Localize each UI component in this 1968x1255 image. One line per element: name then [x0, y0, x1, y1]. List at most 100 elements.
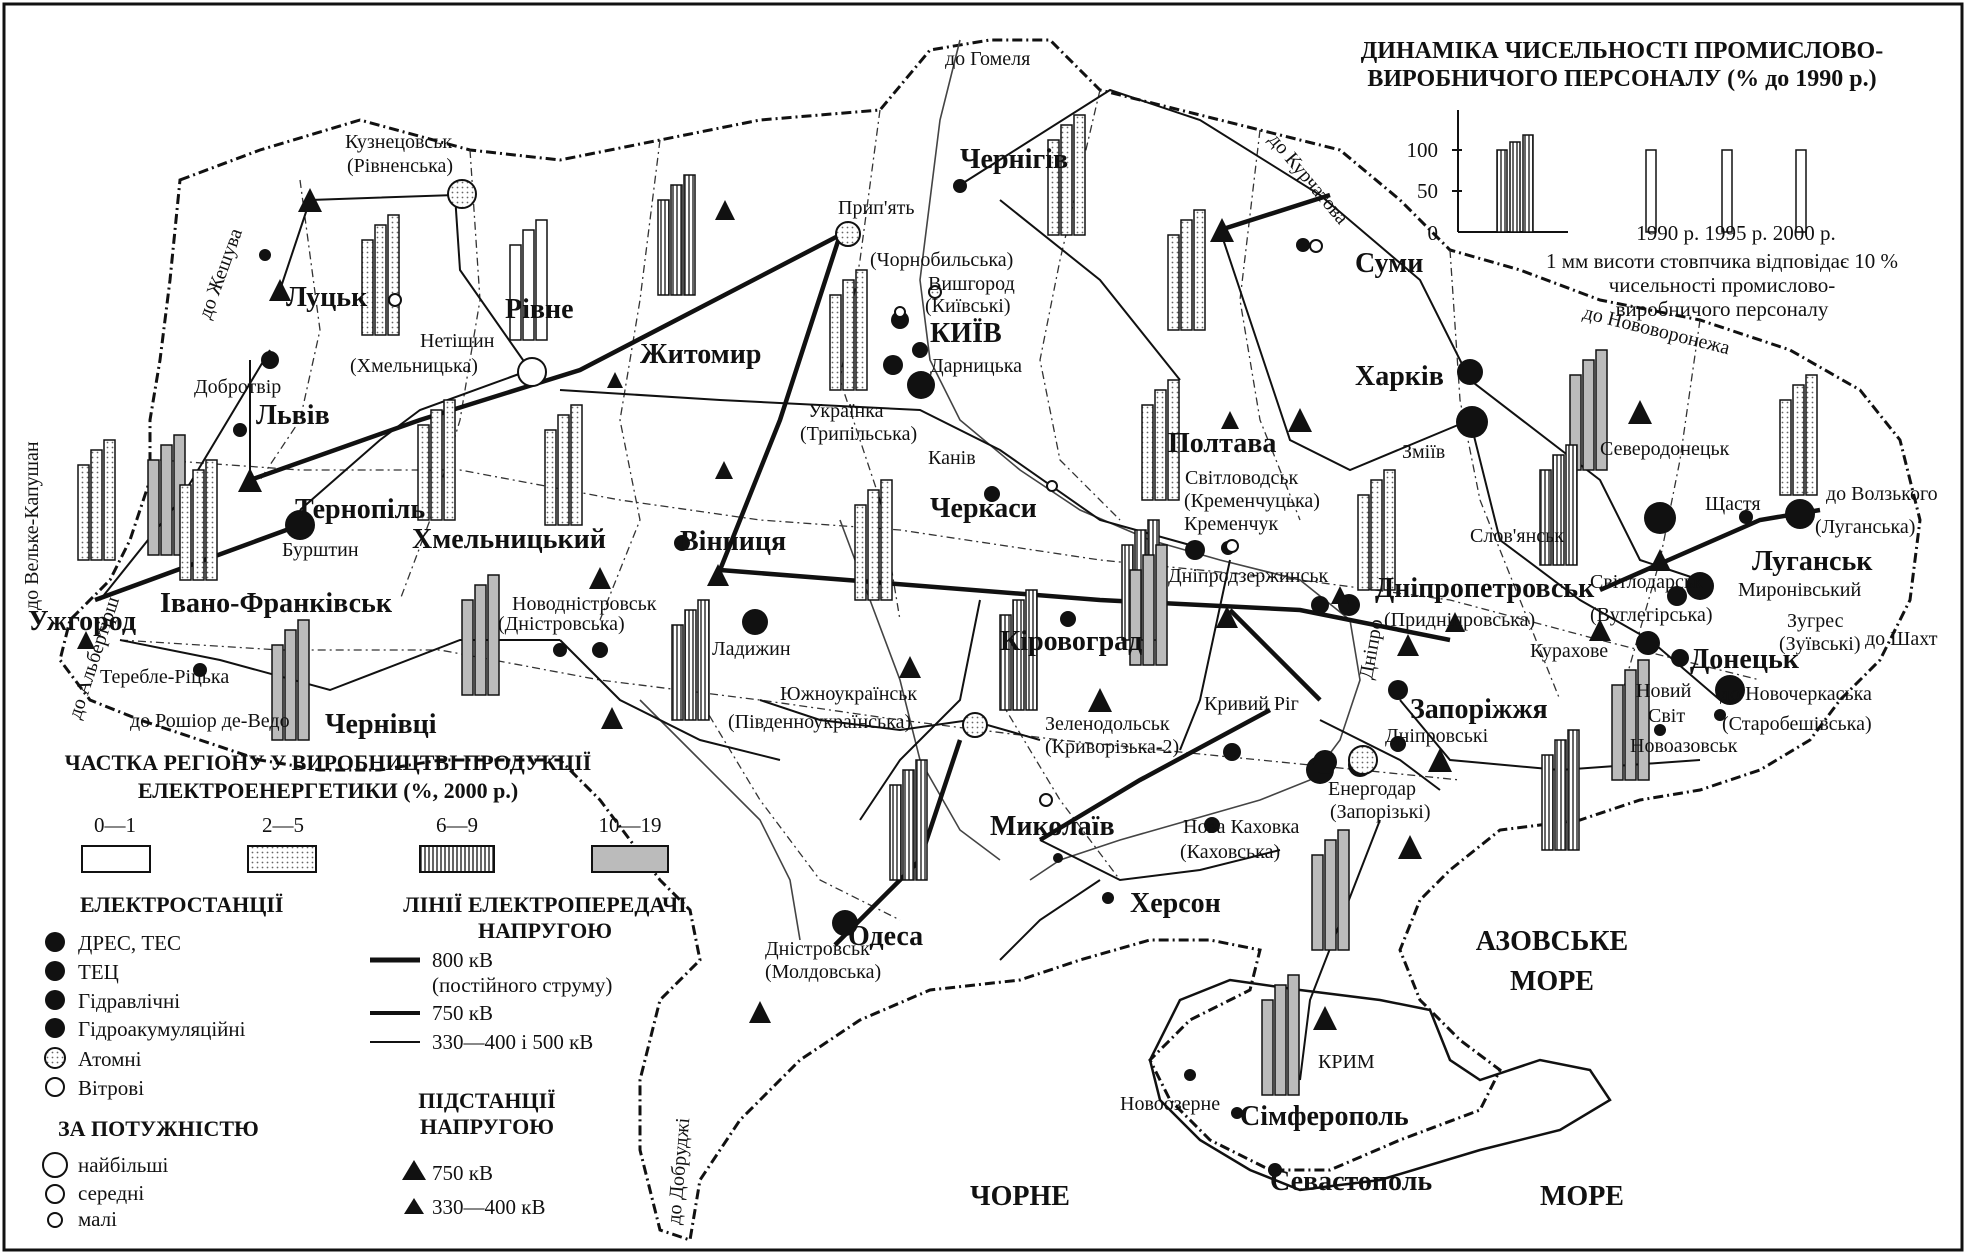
- power-station-icon: [907, 371, 935, 399]
- region-bar: [1779, 399, 1792, 496]
- region-bar: [474, 584, 487, 696]
- place-label-svitlovodsk: Світловодськ: [1185, 467, 1298, 489]
- power-station-icon: [1204, 817, 1220, 833]
- power-station-icon: [1388, 680, 1408, 700]
- region-bars-9: [1357, 469, 1396, 591]
- legend-line-800-sub: (постійного струму): [432, 973, 612, 997]
- place-label-novyi-svit: Новий: [1636, 680, 1692, 702]
- place-label-dnipro-river: Дніпро: [1355, 617, 1387, 681]
- region-bar: [697, 599, 710, 721]
- place-label-zelenodolsk: Зеленодольськ: [1045, 713, 1170, 735]
- substations-legend: ПІДСТАНЦІЇ НАПРУГОЮ 750 кВ 330—400 кВ: [402, 1088, 556, 1219]
- substation-ring-icon: [1039, 793, 1053, 807]
- substation-icon: [298, 188, 322, 212]
- region-bar: [1337, 829, 1350, 951]
- legend-nuclear-icon: [44, 1047, 66, 1069]
- substation-icon: [1288, 408, 1312, 432]
- place-label-dobrotvir: Добротвір: [194, 376, 281, 398]
- place-label-sloviansk: Слов'янськ: [1470, 525, 1564, 547]
- substation-icon: [1088, 688, 1112, 712]
- nuclear-station-icon: [447, 179, 477, 209]
- legend-line-330-label: 330—400 і 500 кВ: [432, 1030, 593, 1054]
- region-bars-18: [461, 574, 500, 696]
- legend-substation-330-icon: [404, 1198, 424, 1214]
- power-station-icon: [553, 643, 567, 657]
- region-bar: [192, 469, 205, 581]
- place-label-kuznetsovsk: Кузнецовськ: [345, 131, 452, 153]
- substation-icon: [601, 707, 623, 729]
- region-bar: [1155, 544, 1168, 666]
- region-bars-5: [1167, 209, 1206, 331]
- inset-bar-key-2000: [1795, 149, 1807, 233]
- substation-icon: [1589, 619, 1611, 641]
- power-station-icon: [1231, 1107, 1243, 1119]
- region-bar: [671, 624, 684, 721]
- region-bar: [657, 199, 670, 296]
- region-bar: [103, 439, 116, 561]
- place-label-severodonetsk: Северодонецьк: [1600, 438, 1730, 460]
- region-bar: [1060, 124, 1073, 236]
- power-station-icon: [1654, 724, 1666, 736]
- city-label-zaporizhzhia: Запоріжжя: [1410, 694, 1548, 725]
- power-station-icon: [1185, 540, 1205, 560]
- sea-label-black-1: ЧОРНЕ: [970, 1181, 1070, 1212]
- place-label-do-zheshuva: до Жешува: [194, 225, 247, 321]
- share-class-1: 0—1: [94, 813, 136, 837]
- inset-tick-0: 0: [1428, 221, 1439, 245]
- nuclear-station-icon: [835, 221, 861, 247]
- substation-icon: [899, 656, 921, 678]
- region-bar: [1565, 444, 1578, 566]
- substation-icon: [1313, 1006, 1337, 1030]
- region-bars-8: [1141, 379, 1180, 501]
- region-bar: [1611, 684, 1624, 781]
- inset-years: 1990 р. 1995 р. 2000 р.: [1636, 221, 1836, 245]
- region-bars-4: [1047, 114, 1086, 236]
- power-stations: [77, 179, 1815, 1177]
- region-bar: [147, 459, 160, 556]
- city-label-chernihiv: Чернігів: [960, 144, 1068, 175]
- power-legend-title: ЗА ПОТУЖНІСТЮ: [58, 1116, 259, 1141]
- power-station-icon: [1311, 596, 1329, 614]
- region-bars-3: [829, 269, 868, 391]
- region-bar: [1311, 854, 1324, 951]
- city-label-kirovohrad: Кіровоград: [1000, 626, 1142, 657]
- city-label-luhansk: Луганськ: [1752, 546, 1873, 577]
- region-bar: [1154, 389, 1167, 501]
- place-label-netishyn-sub: (Хмельницька): [350, 355, 478, 377]
- region-bar: [557, 414, 570, 526]
- place-label-darnytska: Дарницька: [930, 355, 1022, 377]
- substation-icon: [715, 200, 735, 220]
- region-bar: [1167, 234, 1180, 331]
- substation-ring-icon: [517, 357, 547, 387]
- place-label-dniprovski: Дніпровські: [1385, 725, 1489, 747]
- substation-icon: [1398, 835, 1422, 859]
- substation-icon: [77, 631, 95, 649]
- region-bar: [1180, 219, 1193, 331]
- region-bar: [387, 214, 400, 336]
- legend-largest-icon: [42, 1152, 68, 1178]
- lines-legend-title-2: НАПРУГОЮ: [478, 918, 612, 943]
- region-bar: [271, 644, 284, 741]
- region-bars-17: [271, 619, 310, 741]
- region-bar: [1554, 739, 1567, 851]
- share-legend: ЧАСТКА РЕГІОНУ У ВИРОБНИЦТВІ ПРОДУКЦІЇ Е…: [65, 750, 669, 873]
- region-bar: [1073, 114, 1086, 236]
- region-bars-22: [1261, 974, 1300, 1096]
- crimea-outline: [1148, 978, 1612, 1192]
- region-bars-24: [1539, 444, 1578, 566]
- place-label-zuivski-sub: (Зуївські): [1779, 633, 1861, 655]
- legend-medium-icon: [45, 1184, 65, 1204]
- region-bars-14: [671, 599, 710, 721]
- place-label-starobeshivska-sub: (Старобешівська): [1722, 713, 1872, 735]
- share-swatch-3: [419, 845, 495, 873]
- legend-medium-label: середні: [78, 1181, 144, 1205]
- legend-wind-icon: [45, 1077, 65, 1097]
- region-bar: [570, 404, 583, 526]
- place-label-nova-kakhovka: Нова Каховка: [1183, 816, 1300, 838]
- region-bar: [889, 784, 902, 881]
- place-label-pivdennoukrainska-sub: (Південноукраїнська): [728, 711, 911, 733]
- region-bar: [684, 609, 697, 721]
